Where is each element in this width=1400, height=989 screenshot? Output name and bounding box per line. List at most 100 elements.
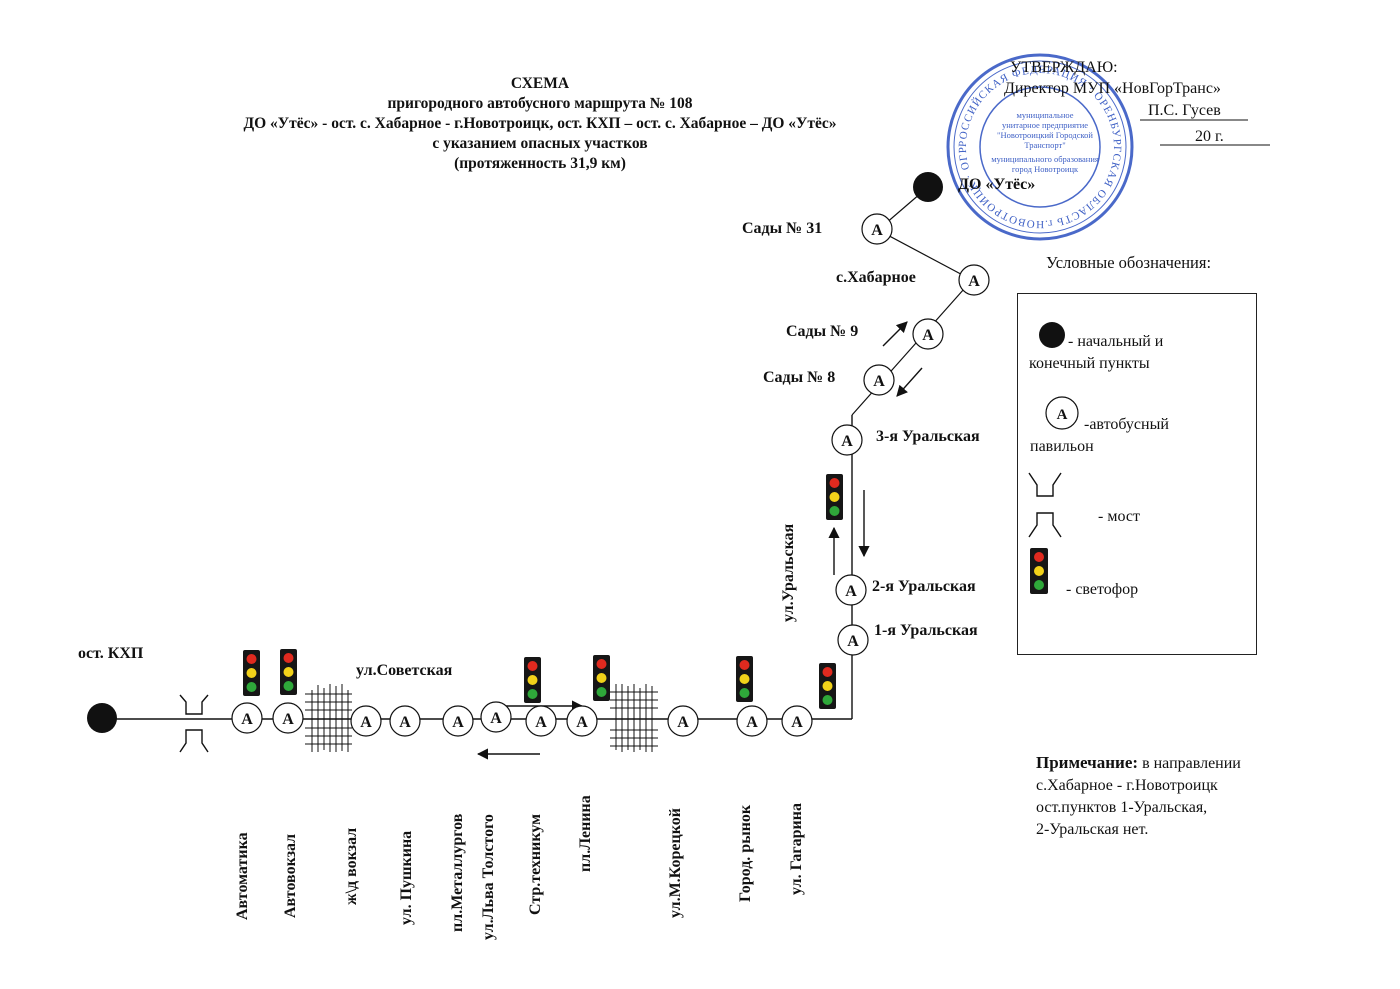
stop-pushkina-symbol: А xyxy=(399,714,411,731)
traffic-light-7 xyxy=(826,474,843,520)
approval-line-3: П.С. Гусев xyxy=(1148,102,1221,119)
stop-gorod-rynok-symbol: А xyxy=(746,714,758,731)
legend-pavilion-line2: павильон xyxy=(1030,438,1094,455)
stamp-inner-2: унитарное предприятие xyxy=(1002,120,1088,130)
terminal-end-label: ДО «Утёс» xyxy=(958,176,1036,193)
stop-label-khabarnoe: с.Хабарное xyxy=(836,269,916,286)
terminal-end-marker xyxy=(913,172,943,202)
stop-label-1-uralskaya: 1-я Уральская xyxy=(874,622,978,639)
traffic-light-6 xyxy=(819,663,836,709)
approval-line-1: УТВЕРЖДАЮ: xyxy=(1010,59,1118,76)
stop-metallurgov-symbol: А xyxy=(452,714,464,731)
stamp-inner-4: Транспорт" xyxy=(1024,140,1065,150)
traffic-light-4 xyxy=(593,655,610,701)
stop-label-zhd-vokzal: ж\д вокзал xyxy=(343,827,360,905)
stop-avtomatika: А xyxy=(231,702,263,734)
stop-label-gorod-rynok: Город. рынок xyxy=(737,804,754,902)
stop-sady-9: А xyxy=(912,318,944,350)
stop-gorod-rynok: А xyxy=(736,705,768,737)
bridge-icon xyxy=(179,694,209,753)
stop-metallurgov: А xyxy=(442,705,474,737)
stop-sady-8-symbol: А xyxy=(873,373,885,390)
traffic-light-3 xyxy=(524,657,541,703)
terminal-start-label: ост. КХП xyxy=(78,645,144,662)
legend-symbols: А xyxy=(1028,322,1079,594)
stop-label-sady-31: Сады № 31 xyxy=(742,220,823,237)
note-line-4: 2-Уральская нет. xyxy=(1036,821,1149,838)
street-label-uralskaya: ул.Уральская xyxy=(780,523,797,622)
note-line-2: с.Хабарное - г.Новотроицк xyxy=(1036,777,1218,794)
stop-label-3-uralskaya: 3-я Уральская xyxy=(876,428,980,445)
route-line-diag-2 xyxy=(877,229,973,281)
title-line-2: пригородного автобусного маршрута № 108 xyxy=(387,95,693,112)
traffic-light-1 xyxy=(243,650,260,696)
legend-terminal-line1: - начальный и xyxy=(1068,333,1164,350)
stop-gagarina-symbol: А xyxy=(791,714,803,731)
legend-stop-icon xyxy=(1045,396,1079,430)
stamp-inner-6: город Новотроицк xyxy=(1012,164,1079,174)
stop-label-lva-tolstogo: ул.Льва Толстого xyxy=(480,814,497,940)
stop-khabarnoe-symbol: А xyxy=(968,273,980,290)
official-stamp: РОССИЙСКАЯ ФЕДЕРАЦИЯ · ОРЕНБУРГСКАЯ ОБЛА… xyxy=(945,52,1134,241)
svg-text:А: А xyxy=(1057,407,1068,423)
stop-strtekhnikum: А xyxy=(525,705,557,737)
note-line-3: ост.пунктов 1-Уральская, xyxy=(1036,799,1208,816)
stop-3-uralskaya-symbol: А xyxy=(841,433,853,450)
stop-lva-tolstogo: А xyxy=(480,701,512,733)
stop-1-uralskaya: А xyxy=(837,624,869,656)
legend-bridge-icon xyxy=(1028,472,1062,538)
stop-pl-lenina: А xyxy=(566,705,598,737)
note-block: Примечание: в направлении с.Хабарное - г… xyxy=(1036,752,1241,841)
title-line-1: СХЕМА xyxy=(510,75,570,92)
note-line-1: в направлении xyxy=(1142,755,1241,772)
stop-pl-lenina-symbol: А xyxy=(576,714,588,731)
stamp-inner-1: муниципальное xyxy=(1016,110,1073,120)
stop-sady-31: А xyxy=(861,213,893,245)
stop-avtovokzal: А xyxy=(272,702,304,734)
stamp-inner-5: муниципального образования xyxy=(991,154,1099,164)
stop-m-koretskoy: А xyxy=(667,705,699,737)
legend-box xyxy=(1017,293,1257,655)
note-heading: Примечание: xyxy=(1036,753,1139,772)
title-line-3: ДО «Утёс» - ост. с. Хабарное - г.Новотро… xyxy=(243,115,837,132)
legend-traffic-light-icon xyxy=(1030,548,1048,594)
stop-label-2-uralskaya: 2-я Уральская xyxy=(872,578,976,595)
stop-1-uralskaya-symbol: А xyxy=(847,633,859,650)
railway-crossing-2 xyxy=(610,684,658,752)
direction-arrow-diag-up xyxy=(882,321,908,347)
diagram-title: СХЕМА пригородного автобусного маршрута … xyxy=(120,74,960,174)
stop-label-metallurgov: пл.Металлургов xyxy=(449,813,466,932)
railway-crossing-1 xyxy=(305,684,352,752)
legend-terminal-icon xyxy=(1039,322,1065,348)
terminal-start-marker xyxy=(87,703,117,733)
stop-khabarnoe: А xyxy=(958,264,990,296)
stop-label-m-koretskoy: ул.М.Корецкой xyxy=(667,808,684,918)
stop-label-avtomatika: Автоматика xyxy=(234,832,251,920)
stop-sady-9-symbol: А xyxy=(922,327,934,344)
stop-2-uralskaya: А xyxy=(835,574,867,606)
stop-gagarina: А xyxy=(781,705,813,737)
approval-line-4: 20 г. xyxy=(1195,128,1224,145)
stop-label-avtovokzal: Автовокзал xyxy=(282,833,299,918)
legend-pavilion-line1: -автобусный xyxy=(1084,416,1169,433)
traffic-light-2 xyxy=(280,649,297,695)
stop-3-uralskaya: А xyxy=(831,424,863,456)
stop-2-uralskaya-symbol: А xyxy=(845,583,857,600)
stop-sady-31-symbol: А xyxy=(871,222,883,239)
title-line-4: с указанием опасных участков xyxy=(432,135,648,152)
stamp-inner-3: "Новотроицкий Городской xyxy=(997,130,1093,140)
stop-label-sady-8: Сады № 8 xyxy=(763,369,836,386)
stop-lva-tolstogo-symbol: А xyxy=(490,710,502,727)
stop-label-pushkina: ул. Пушкина xyxy=(398,830,415,925)
street-label-sovetskaya: ул.Советская xyxy=(356,662,453,679)
stop-avtomatika-symbol: А xyxy=(241,711,253,728)
stop-strtekhnikum-symbol: А xyxy=(535,714,547,731)
stop-label-gagarina: ул. Гагарина xyxy=(788,803,805,895)
legend-traffic-light-label: - светофор xyxy=(1066,581,1139,598)
stop-label-sady-9: Сады № 9 xyxy=(786,323,859,340)
stop-zhd-vokzal-symbol: А xyxy=(360,714,372,731)
stop-pushkina: А xyxy=(389,705,421,737)
route-line-diag-1 xyxy=(851,279,973,416)
traffic-lights-layer xyxy=(243,474,843,709)
legend-terminal-line2: конечный пункты xyxy=(1029,355,1150,372)
